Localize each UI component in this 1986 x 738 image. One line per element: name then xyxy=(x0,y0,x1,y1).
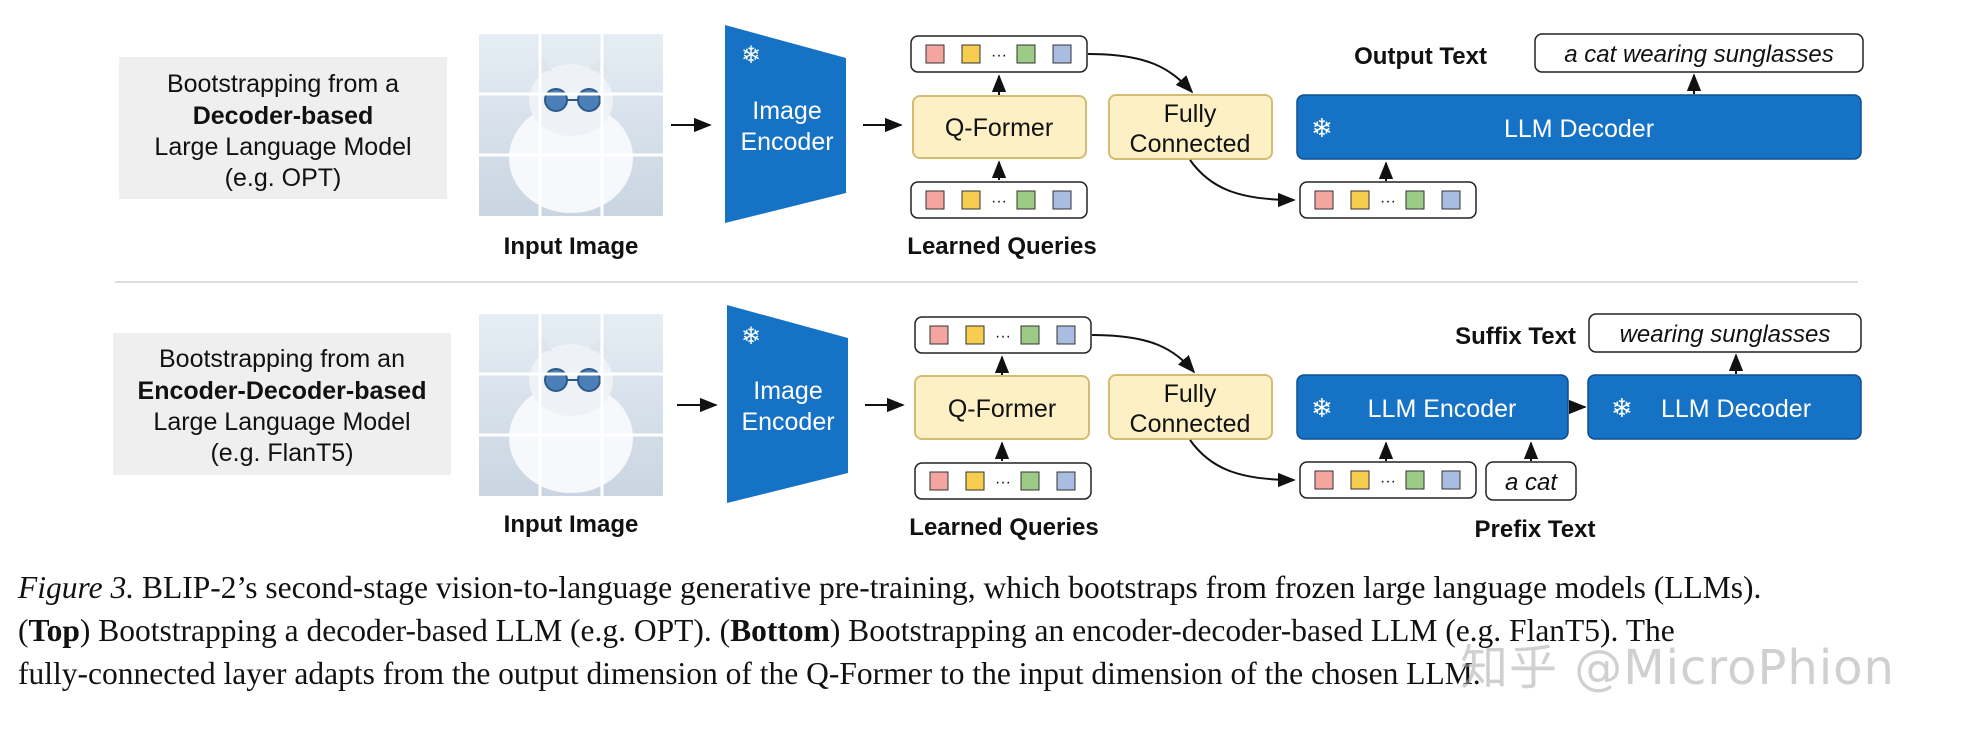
top-panel: Bootstrapping from a Decoder-based Large… xyxy=(119,25,1864,260)
top-fc-line-2: Connected xyxy=(1130,130,1251,158)
top-fully-connected xyxy=(1108,94,1273,160)
bottom-qformer xyxy=(914,375,1090,440)
token-ellipsis: ··· xyxy=(995,328,1011,345)
bottom-fully-connected xyxy=(1108,374,1273,440)
bottom-llm-decoder-label: LLM Decoder xyxy=(1661,395,1811,423)
bottom-qformer-label: Q-Former xyxy=(948,395,1056,423)
bottom-image-encoder-line-2: Encoder xyxy=(741,408,834,436)
bottom-description-line-2: Encoder-Decoder-based xyxy=(138,377,427,405)
top-fc-line-1: Fully xyxy=(1164,100,1217,128)
caption-bottom-label: Bottom xyxy=(730,613,830,648)
bottom-soft-prompt-tokens xyxy=(1299,461,1477,499)
snowflake-icon: ❄ xyxy=(741,42,761,69)
bottom-description-line-3: Large Language Model xyxy=(153,408,410,436)
token-ellipsis: ··· xyxy=(995,474,1011,491)
caption-top-label: Top xyxy=(28,613,80,648)
top-description-box xyxy=(119,57,447,199)
bottom-image-encoder-line-1: Image xyxy=(753,377,822,405)
top-image-encoder xyxy=(725,25,846,223)
caption-line-1: Figure 3. BLIP-2’s second-stage vision-t… xyxy=(18,566,1973,609)
token-ellipsis: ··· xyxy=(1380,193,1396,210)
watermark: 知乎 @MicroPhion xyxy=(1460,640,1895,696)
bottom-llm-decoder xyxy=(1587,374,1862,440)
token-ellipsis: ··· xyxy=(1380,473,1396,490)
top-soft-prompt-tokens xyxy=(1299,181,1477,219)
bottom-llm-encoder-label: LLM Encoder xyxy=(1368,395,1517,423)
bottom-suffix-text-value: wearing sunglasses xyxy=(1620,321,1831,348)
top-qformer xyxy=(912,95,1087,159)
caption-line-2-end: ) Bootstrapping an encoder-decoder-based… xyxy=(829,613,1675,648)
token-ellipsis: ··· xyxy=(991,47,1007,64)
bottom-prefix-text-value: a cat xyxy=(1505,469,1558,496)
bottom-fc-line-2: Connected xyxy=(1130,410,1251,438)
caption-line-3: fully-connected layer adapts from the ou… xyxy=(18,656,1481,691)
bottom-prefix-text-label: Prefix Text xyxy=(1475,516,1596,543)
bottom-learned-queries-label: Learned Queries xyxy=(909,514,1098,541)
bottom-learned-query-tokens xyxy=(914,462,1092,500)
token-ellipsis: ··· xyxy=(991,193,1007,210)
bottom-description-line-1: Bootstrapping from an xyxy=(159,345,405,373)
bottom-output-query-tokens xyxy=(914,316,1092,354)
top-description-line-3: Large Language Model xyxy=(154,133,411,161)
bottom-image-encoder xyxy=(727,305,848,503)
snowflake-icon: ❄ xyxy=(1311,393,1333,423)
bottom-suffix-text-label: Suffix Text xyxy=(1455,323,1576,350)
top-learned-query-tokens xyxy=(910,181,1088,219)
top-image-encoder-line-1: Image xyxy=(752,97,821,125)
top-description-line-4: (e.g. OPT) xyxy=(225,164,342,192)
top-image-encoder-line-2: Encoder xyxy=(740,128,833,156)
top-llm-decoder-label: LLM Decoder xyxy=(1504,115,1654,143)
snowflake-icon: ❄ xyxy=(741,323,761,350)
caption-line-2: (Top) Bootstrapping a decoder-based LLM … xyxy=(18,609,1973,652)
top-input-image xyxy=(479,34,663,216)
bottom-suffix-text-box xyxy=(1588,313,1862,353)
top-output-text-value: a cat wearing sunglasses xyxy=(1564,41,1833,68)
top-llm-decoder xyxy=(1296,94,1862,160)
caption-line-1-text: BLIP-2’s second-stage vision-to-language… xyxy=(141,570,1762,605)
bottom-prefix-text-box xyxy=(1485,461,1577,501)
snowflake-icon: ❄ xyxy=(1611,393,1633,423)
top-input-image-label: Input Image xyxy=(504,233,639,260)
snowflake-icon: ❄ xyxy=(1311,113,1333,143)
blip2-diagram: Bootstrapping from a Decoder-based Large… xyxy=(113,25,1864,543)
top-description-line-1: Bootstrapping from a xyxy=(167,70,399,98)
bottom-description-box xyxy=(113,333,451,475)
top-output-text-label: Output Text xyxy=(1354,43,1487,70)
top-learned-queries-label: Learned Queries xyxy=(907,233,1096,260)
caption-line-2-mid: ) Bootstrapping a decoder-based LLM (e.g… xyxy=(79,613,731,648)
caption-paren: ( xyxy=(18,613,29,648)
top-output-text-box xyxy=(1534,33,1864,73)
bottom-description-line-4: (e.g. FlanT5) xyxy=(210,439,353,467)
bottom-fc-line-1: Fully xyxy=(1164,380,1217,408)
top-output-query-tokens xyxy=(910,35,1088,73)
bottom-panel: Bootstrapping from an Encoder-Decoder-ba… xyxy=(113,305,1862,543)
bottom-input-image-label: Input Image xyxy=(504,511,639,538)
bottom-llm-encoder xyxy=(1296,374,1569,440)
top-description-line-2: Decoder-based xyxy=(193,102,374,130)
figure-caption: Figure 3. BLIP-2’s second-stage vision-t… xyxy=(18,566,1973,695)
bottom-input-image xyxy=(479,314,663,496)
caption-figure-label: Figure 3. xyxy=(18,570,135,605)
top-qformer-label: Q-Former xyxy=(945,114,1053,142)
